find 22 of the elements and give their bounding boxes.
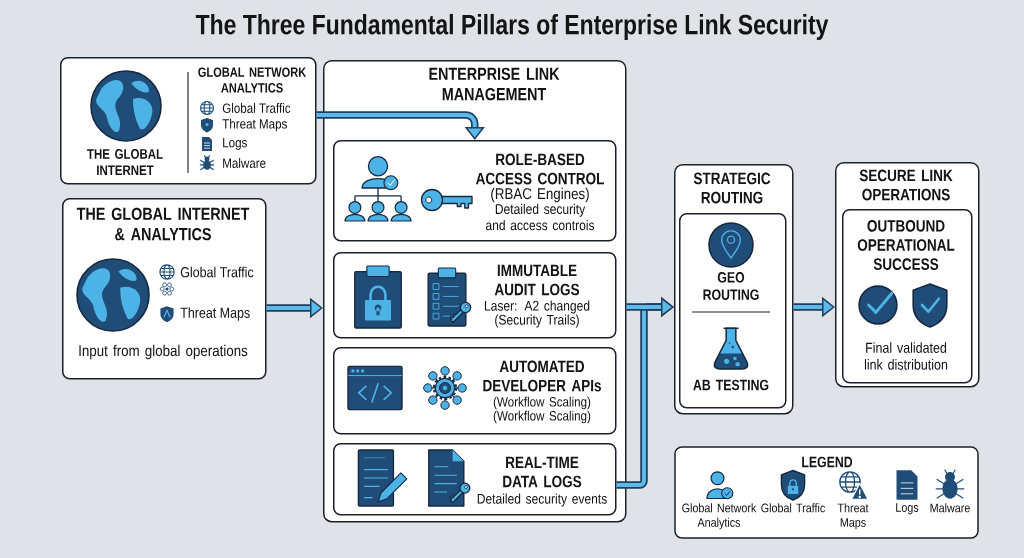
legend-label: Global Traffic (761, 503, 825, 513)
node-label: Final validated link distribution (864, 342, 948, 370)
node-label: THE GLOBAL INTERNET (87, 148, 163, 175)
feature-card: ROLE-BASED ACCESS CONTROL (RBAC Engines) Detailed security and access controis (333, 140, 617, 242)
legend-label: Logs (896, 503, 919, 515)
node-label: Global Traffic (180, 266, 254, 278)
node-label: Threat Maps (180, 307, 250, 321)
node-label: Threat Maps (222, 118, 287, 132)
node-label: GLOBAL NETWORK ANALYTICS (198, 67, 307, 93)
legend-label: Malware (930, 503, 970, 513)
node-label: THE GLOBAL INTERNET & ANALYTICS (76, 207, 250, 241)
title: The Three Fundamental Pillars of Enterprise Link Security (195, 13, 829, 41)
legend-label: Threat Maps (837, 503, 869, 530)
node-label: Logs (223, 137, 247, 151)
node-label: OUTBOUND OPERATIONAL SUCCESS (857, 220, 955, 270)
node-label: Input from global operations (79, 344, 248, 360)
legend-label: Global Network Analytics (682, 503, 757, 530)
node-label: GEO ROUTING (703, 271, 759, 300)
node-label: Global Traffic (222, 103, 291, 113)
arrow (316, 111, 485, 140)
node-label: AB TESTING (693, 379, 769, 391)
node-label: Malware (223, 158, 266, 168)
